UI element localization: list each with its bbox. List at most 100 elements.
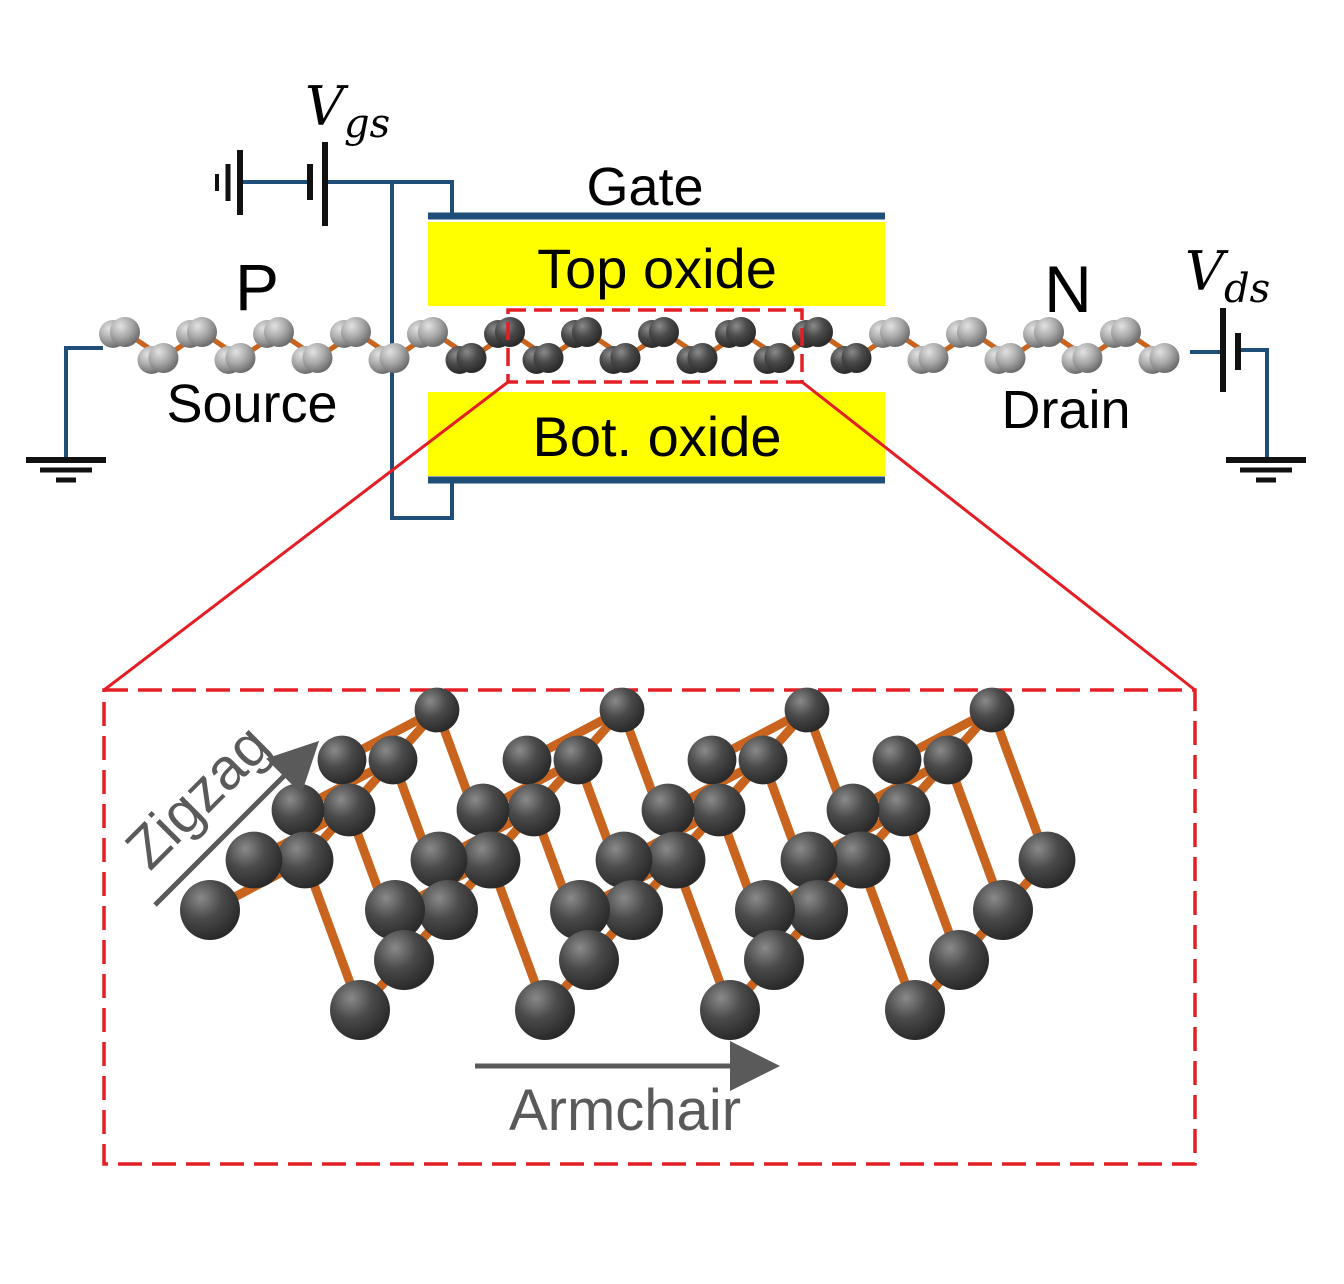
zoom-leader-left: [103, 380, 509, 692]
lattice-atom: [368, 735, 418, 785]
lattice-atom: [877, 783, 931, 837]
chain-atom: [880, 317, 910, 347]
armchair-label: Armchair: [509, 1078, 741, 1143]
phosphorene-lattice: [180, 687, 1076, 1040]
lattice-atom: [603, 880, 663, 940]
lattice-atom: [550, 880, 610, 940]
lattice-atom: [826, 783, 880, 837]
lattice-atom: [322, 783, 376, 837]
chain-atom: [148, 343, 179, 373]
lattice-atom: [599, 687, 645, 733]
phosphorene-chain: [99, 317, 1180, 374]
lattice-atom: [559, 930, 619, 990]
lattice-atom: [780, 831, 838, 889]
lattice-atom: [225, 831, 283, 889]
chain-atom: [379, 343, 410, 373]
chain-atom: [533, 343, 564, 373]
drain-label: Drain: [1001, 380, 1130, 440]
chain-atom: [649, 317, 679, 347]
lattice-atom: [515, 980, 575, 1040]
drain-ground-icon: [1226, 457, 1306, 483]
chain-atom: [1149, 343, 1180, 373]
chain-atom: [687, 343, 718, 373]
vds-battery-icon: [1220, 308, 1241, 392]
zoom-region-marker: [506, 308, 804, 384]
chain-atom: [225, 343, 256, 373]
lattice-atom: [507, 783, 561, 837]
lattice-atom: [784, 687, 830, 733]
zoom-leader-right: [801, 380, 1196, 692]
top-oxide-layer: [428, 222, 885, 306]
chain-atom: [456, 343, 487, 373]
vgs-battery-icon: [215, 142, 328, 226]
lattice-atom: [595, 831, 653, 889]
lattice-atom: [641, 783, 695, 837]
lattice-atom: [180, 880, 240, 940]
lattice-atom: [929, 930, 989, 990]
lattice-atom: [744, 930, 804, 990]
lattice-atom: [502, 735, 552, 785]
lattice-atom: [735, 880, 795, 940]
lattice-atom: [969, 687, 1015, 733]
lattice-atom: [1018, 831, 1076, 889]
chain-atom: [264, 317, 294, 347]
lattice-atom: [923, 735, 973, 785]
chain-atom: [841, 343, 872, 373]
bottom-oxide-label: Bot. oxide: [532, 405, 781, 468]
chain-atom: [764, 343, 795, 373]
p-region-label: P: [235, 250, 279, 324]
chain-atom: [341, 317, 371, 347]
lattice-atom: [276, 831, 334, 889]
source-label: Source: [166, 374, 337, 434]
chain-atom: [957, 317, 987, 347]
lattice-atom: [872, 735, 922, 785]
zigzag-arrow-icon: [153, 740, 320, 907]
lattice-atom: [885, 980, 945, 1040]
vds-label: Vds: [1185, 240, 1270, 312]
chain-atom: [995, 343, 1026, 373]
lattice-atom: [687, 735, 737, 785]
chain-atom: [803, 317, 833, 347]
lattice-atom: [692, 783, 746, 837]
lattice-atom: [553, 735, 603, 785]
lattice-atom: [418, 880, 478, 940]
lattice-atom: [456, 783, 510, 837]
lattice-atom: [738, 735, 788, 785]
chain-atom: [1072, 343, 1103, 373]
lattice-atom: [317, 735, 367, 785]
chain-atom: [418, 317, 448, 347]
chain-atom: [610, 343, 641, 373]
drain-wire: [1190, 348, 1269, 458]
lattice-atom: [461, 831, 519, 889]
gate-label: Gate: [586, 157, 703, 217]
zoom-inset-frame: [102, 688, 1197, 1166]
lattice-atom: [330, 980, 390, 1040]
lattice-atom: [271, 783, 325, 837]
chain-atom: [918, 343, 949, 373]
lattice-atom: [414, 687, 460, 733]
lattice-atom: [410, 831, 468, 889]
lattice-atom: [365, 880, 425, 940]
lattice-atom: [788, 880, 848, 940]
bottom-oxide-layer: [428, 392, 885, 476]
chain-atom: [302, 343, 333, 373]
chain-atom: [1034, 317, 1064, 347]
lattice-atom: [973, 880, 1033, 940]
chain-atom: [1111, 317, 1141, 347]
lattice-atom: [700, 980, 760, 1040]
lattice-atom: [646, 831, 704, 889]
chain-atom: [187, 317, 217, 347]
chain-atom: [110, 317, 140, 347]
source-wire: [64, 346, 103, 458]
vgs-label: Vgs: [305, 75, 390, 147]
chain-atom: [572, 317, 602, 347]
n-region-label: N: [1044, 252, 1092, 326]
top-oxide-label: Top oxide: [537, 237, 777, 300]
lattice-atom: [374, 930, 434, 990]
lattice-atom: [831, 831, 889, 889]
chain-atom: [726, 317, 756, 347]
chain-atom: [495, 317, 525, 347]
source-ground-icon: [26, 457, 106, 483]
